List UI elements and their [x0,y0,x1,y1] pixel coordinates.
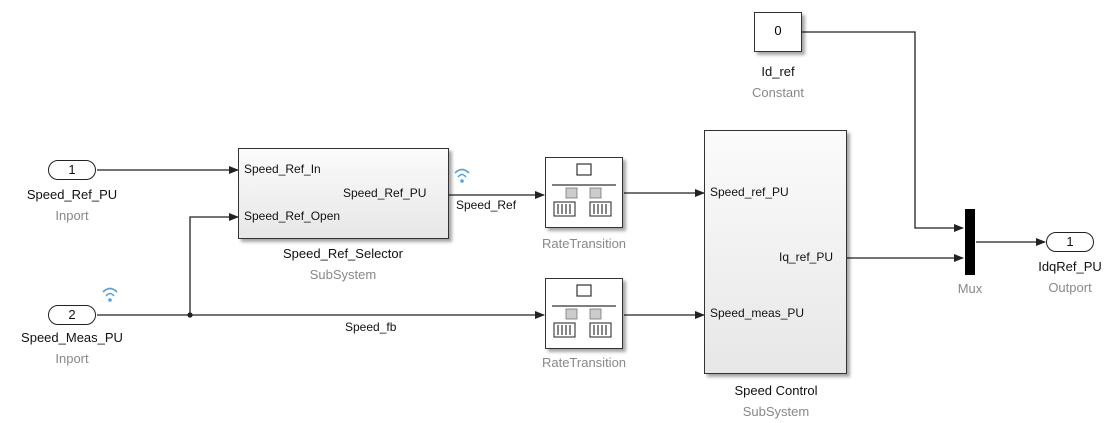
speed-control-port-iq-ref-pu: Iq_ref_PU [779,250,834,264]
speed-control-name: Speed Control [734,383,818,398]
selector-port-speed-ref-open: Speed_Ref_Open [244,209,341,223]
inport-2-name: Speed_Meas_PU [21,330,123,345]
mux-name: Mux [957,281,983,296]
rate-transition-2-icon [552,284,616,338]
rate-transition-1-icon [552,163,616,217]
outport-1-block[interactable]: 1 [1046,232,1094,252]
branch-point [187,312,193,318]
constant-name: Id_ref [761,64,795,79]
rate-transition-2-block[interactable] [545,278,623,349]
selector-port-speed-ref-pu: Speed_Ref_PU [343,186,427,200]
rate-transition-1-name: RateTransition [541,236,627,251]
rate-transition-1-block[interactable] [545,157,623,228]
inport-2-block[interactable]: 2 [48,305,96,325]
outport-1-type: Outport [1048,280,1092,295]
speed-control-port-speed-ref-pu: Speed_ref_PU [710,185,789,199]
speed-ref-selector-name: Speed_Ref_Selector [283,246,403,261]
signal-label-speed-ref: Speed_Ref [456,198,517,212]
inport-1-type: Inport [55,208,89,223]
wire-constant-to-mux [802,31,964,232]
signal-logging-icon [102,287,118,302]
outport-1-name: IdqRef_PU [1038,259,1102,274]
inport-2-type: Inport [55,351,89,366]
constant-type: Constant [751,85,805,100]
inport-1-block[interactable]: 1 [48,160,96,180]
speed-control-type: SubSystem [742,404,810,419]
speed-control-block[interactable] [704,130,847,374]
speed-ref-selector-type: SubSystem [309,267,377,282]
wire-branch-to-selector [189,213,239,315]
signal-logging-icon [454,168,470,183]
speed-ref-selector-block[interactable] [238,148,449,239]
inport-1-name: Speed_Ref_PU [26,187,118,202]
rate-transition-2-name: RateTransition [541,355,627,370]
signal-label-speed-fb: Speed_fb [345,320,397,334]
mux-block[interactable] [965,209,975,275]
speed-control-port-speed-meas-pu: Speed_meas_PU [710,306,805,320]
constant-block[interactable]: 0 [754,12,802,52]
selector-port-speed-ref-in: Speed_Ref_In [244,162,321,176]
